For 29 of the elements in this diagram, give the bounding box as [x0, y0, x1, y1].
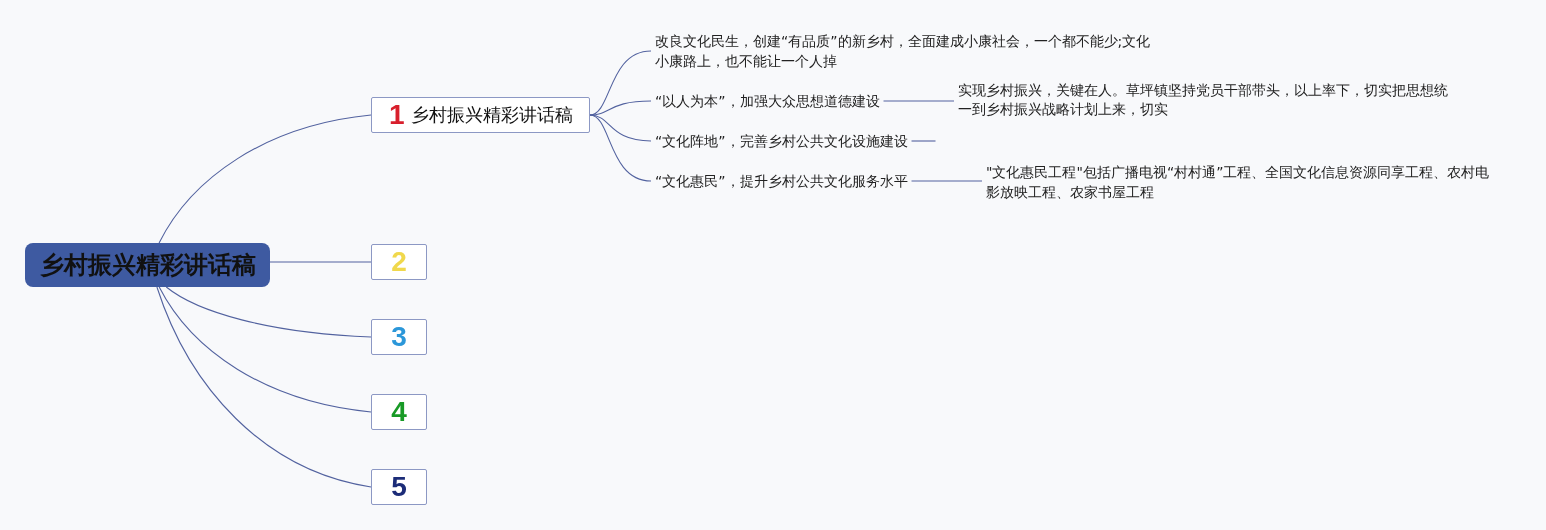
topic-number: 1 — [389, 100, 405, 130]
branch-line — [882, 100, 955, 102]
branch-line — [158, 114, 372, 244]
topic-text: 实现乡村振兴，关键在人。草坪镇坚持党员干部带头，以上率下，切实把思想统一到乡村振兴战略计划上来，切实 — [954, 81, 1461, 119]
topic-number: 4 — [391, 397, 407, 427]
topic-box — [371, 244, 427, 280]
branch-line — [165, 286, 372, 338]
topic-text: “以人为本”，加强大众思想道德建设 — [651, 91, 884, 111]
topic-number: 5 — [391, 472, 407, 502]
topic-box — [371, 394, 427, 430]
topic-text: "文化惠民工程"包括广播电视“村村通”工程、全国文化信息资源同享工程、农村电影放映工程、农家书屋工程 — [982, 162, 1498, 202]
branch-line — [269, 261, 372, 263]
branch-line — [156, 286, 372, 488]
topic-box — [371, 319, 427, 355]
topic-title: 乡村振兴精彩讲话稿 — [39, 250, 256, 281]
topic-number: 2 — [391, 247, 407, 277]
topic-number: 3 — [391, 322, 407, 352]
topic-box — [371, 469, 427, 505]
topic-text: “文化惠民”，提升乡村公共文化服务水平 — [651, 171, 912, 191]
topic-title: 乡村振兴精彩讲话稿 — [410, 103, 573, 127]
topic-text: “文化阵地”，完善乡村公共文化设施建设 — [651, 131, 912, 151]
topic-text: 改良文化民生，创建“有品质”的新乡村，全面建成小康社会，一个都不能少;文化小康路上，也不能让一个人掉 — [651, 31, 1165, 71]
branch-line — [589, 114, 652, 182]
branch-line — [910, 180, 983, 182]
central-topic — [25, 243, 270, 287]
branch-line — [910, 140, 937, 142]
topic-box — [371, 97, 590, 133]
branch-line — [589, 100, 652, 116]
branch-line — [158, 286, 372, 413]
